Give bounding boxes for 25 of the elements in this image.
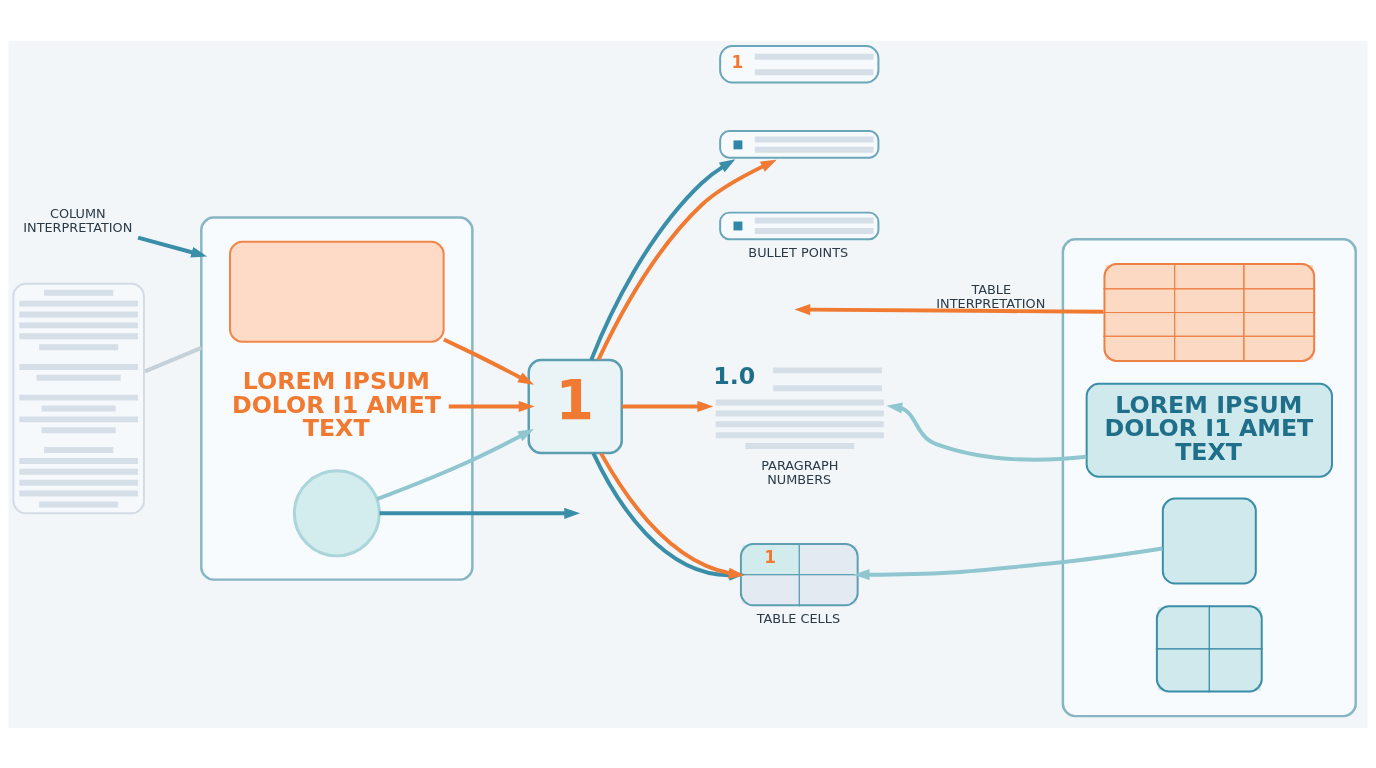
node-label: PARAGRAPH NUMBERS [761,457,839,487]
cluster [1061,237,1357,717]
arrow [794,303,1104,315]
arrow [853,546,1163,580]
arrow [379,507,581,519]
arrow [886,401,1087,462]
node-box [229,240,445,343]
arrow [443,337,534,385]
arrow [137,235,208,258]
node-text: LOREM IPSUM DOLOR I1 AMET TEXT [231,366,441,442]
node-label: TABLE CELLS [756,610,841,626]
node-box: LOREM IPSUM DOLOR I1 AMET TEXT [1085,382,1333,478]
node-box [1161,497,1257,585]
arrow [622,400,714,412]
edge-label: TABLE INTERPRETATION [936,281,1046,311]
node-text: COLUMN INTERPRETATION [23,205,133,235]
node-circle [292,468,381,557]
cluster [200,215,474,581]
arrow [596,159,777,360]
node-label: BULLET POINTS [748,244,849,260]
arrow [589,158,736,361]
connector [144,345,203,373]
node-box: 1 [527,358,623,454]
arrow [376,428,534,501]
arrow [448,400,535,412]
